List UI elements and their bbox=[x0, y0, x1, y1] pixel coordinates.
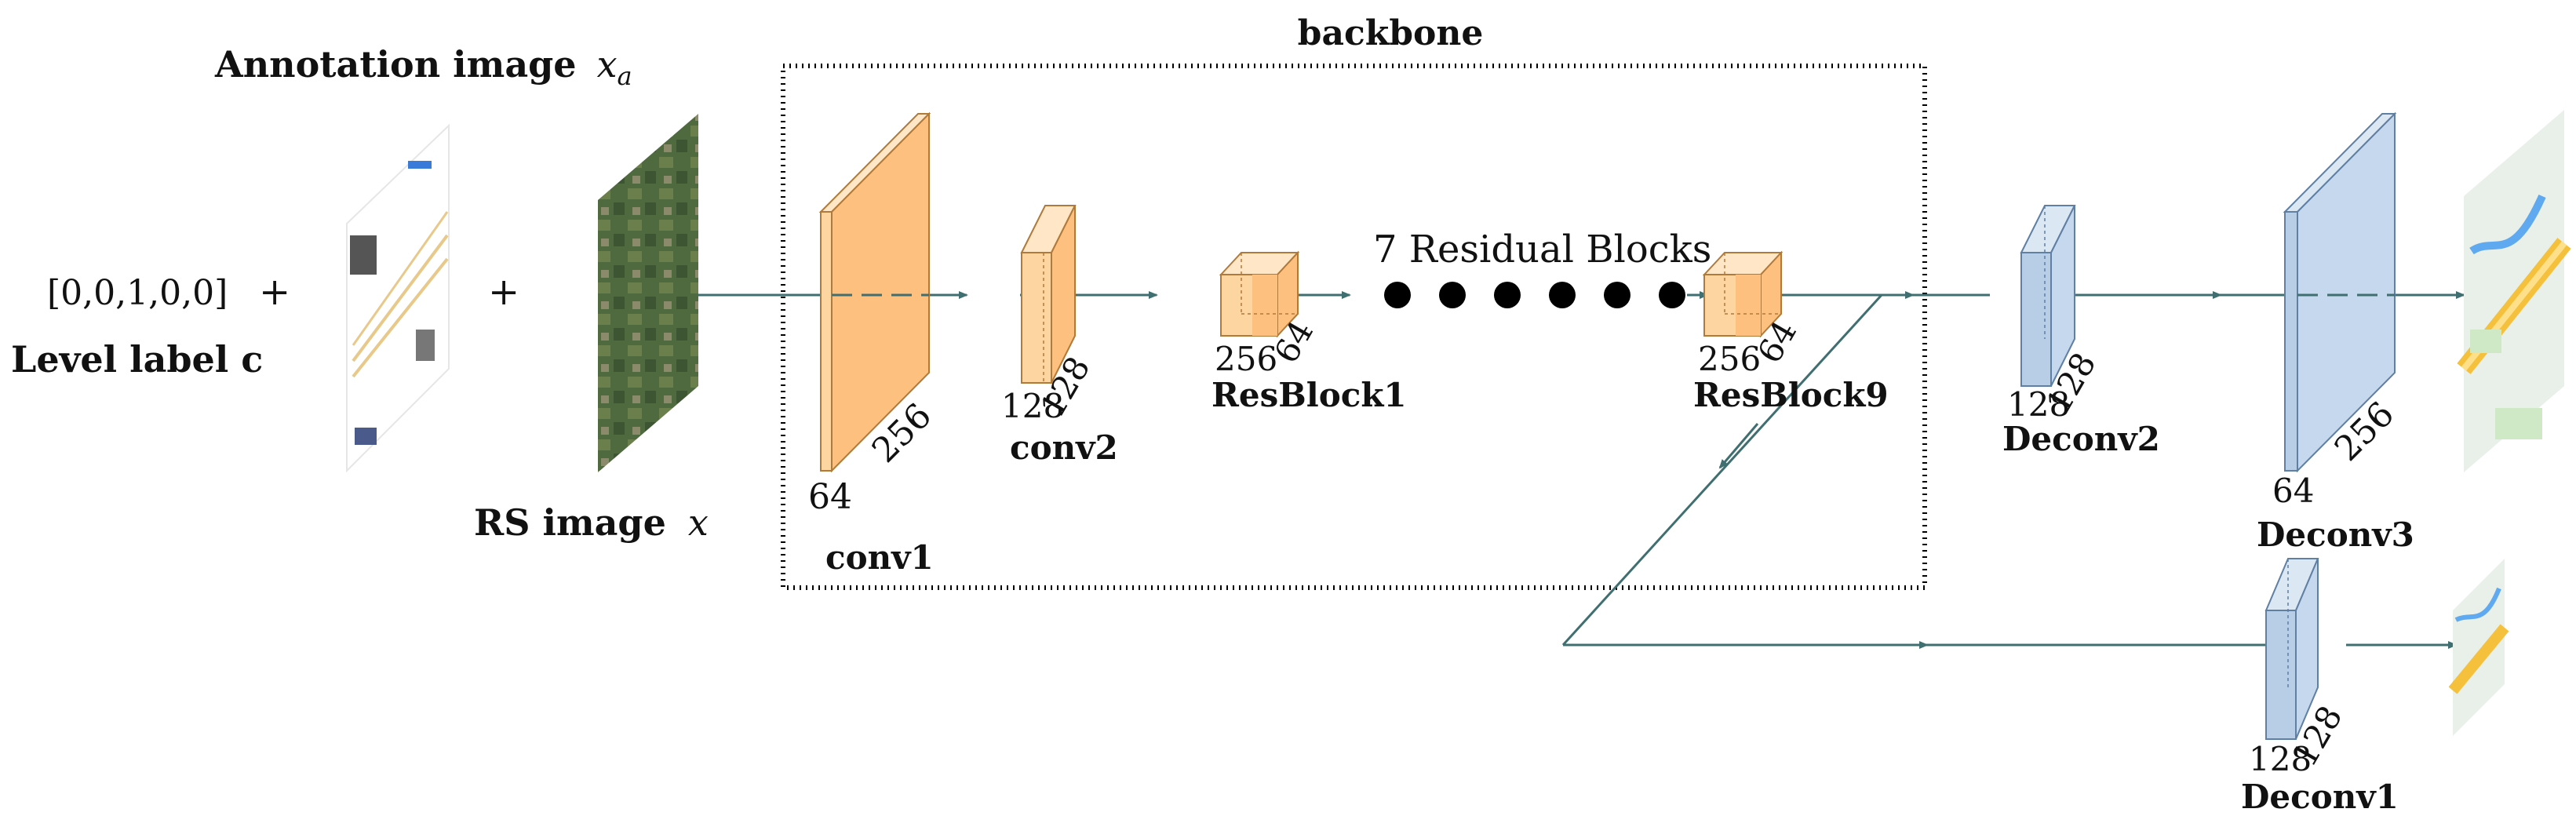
residual-dots bbox=[1384, 282, 1685, 308]
deconv1-block bbox=[2264, 558, 2319, 740]
residual-dot bbox=[1659, 282, 1685, 308]
residual-dot bbox=[1604, 282, 1630, 308]
annotation-image bbox=[346, 123, 450, 473]
deconv1-name: Deconv1 bbox=[2241, 778, 2399, 816]
output-map-large bbox=[2457, 110, 2571, 472]
deconv3-depth-label: 64 bbox=[2272, 472, 2314, 510]
conv2-block bbox=[1020, 205, 1077, 384]
residual-dot bbox=[1494, 282, 1521, 308]
deconv2-name: Deconv2 bbox=[2002, 420, 2160, 458]
rs-title: RS image x bbox=[474, 501, 709, 544]
rs-image bbox=[598, 114, 698, 472]
level-label: Level label c bbox=[11, 338, 263, 381]
level-vector: [0,0,1,0,0] bbox=[47, 273, 228, 313]
residual-dot bbox=[1439, 282, 1466, 308]
flow-branch-arrow bbox=[1718, 423, 1759, 469]
resblock1-depth-label: 256 bbox=[1215, 340, 1277, 378]
residual-dot bbox=[1384, 282, 1411, 308]
conv1-block bbox=[818, 111, 931, 473]
resblock9-name: ResBlock9 bbox=[1693, 376, 1889, 414]
main-flow bbox=[698, 291, 2465, 649]
resblock9-block bbox=[1702, 250, 1784, 338]
conv2-name: conv2 bbox=[1010, 428, 1118, 467]
deconv2-depth-label: 128 bbox=[2007, 385, 2070, 424]
flow-branch-diagonal bbox=[1561, 293, 1883, 647]
backbone-title: backbone bbox=[1298, 13, 1484, 53]
resblock9-depth-label: 256 bbox=[1698, 340, 1761, 378]
deconv1-depth-label: 128 bbox=[2249, 740, 2312, 778]
annotation-title: Annotation image xa bbox=[214, 43, 632, 91]
residual-blocks-label: 7 Residual Blocks bbox=[1373, 228, 1711, 271]
conv1-name: conv1 bbox=[825, 538, 934, 577]
deconv3-block bbox=[2283, 111, 2397, 473]
plus-sign-2: + bbox=[488, 270, 519, 314]
deconv3-name: Deconv3 bbox=[2257, 515, 2414, 554]
resblock1-name: ResBlock1 bbox=[1211, 376, 1407, 414]
plus-sign-1: + bbox=[259, 270, 290, 314]
deconv2-block bbox=[2020, 205, 2076, 387]
conv1-depth-label: 64 bbox=[808, 477, 852, 517]
conv2-depth-label: 128 bbox=[1001, 387, 1064, 425]
resblock1-block bbox=[1219, 250, 1300, 338]
output-map-small bbox=[2448, 559, 2509, 736]
residual-dot bbox=[1549, 282, 1576, 308]
